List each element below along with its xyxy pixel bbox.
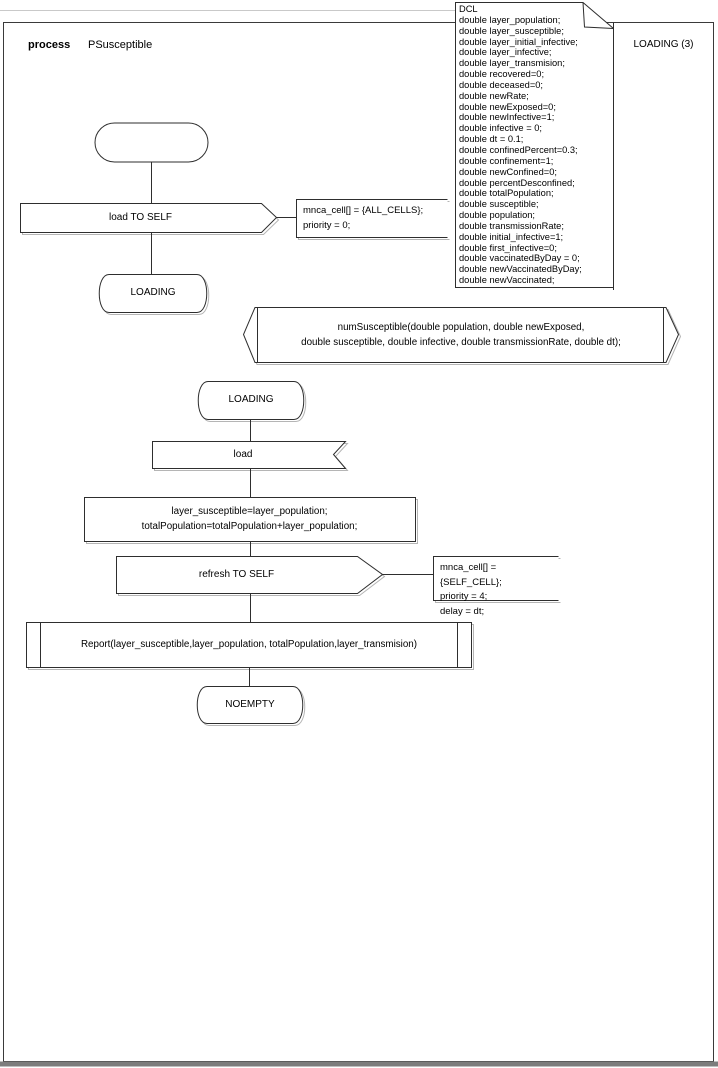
- state-loading-1-symbol: [98, 274, 208, 313]
- page-label: LOADING (3): [633, 39, 694, 50]
- dcl-box-fold-icon: [582, 2, 614, 29]
- procedure-decl-label: numSusceptible(double population, double…: [301, 321, 621, 348]
- input-load-symbol: [152, 441, 347, 469]
- procedure-decl-symbol: [242, 307, 680, 363]
- comment-2-text: mnca_cell[] = {SELF_CELL}; priority = 4;…: [440, 562, 502, 617]
- state-loading-1-label: LOADING: [130, 287, 176, 298]
- task-label: layer_susceptible=layer_population; tota…: [141, 506, 358, 532]
- comment-1-box: [296, 199, 448, 238]
- state-noempty-symbol: [196, 686, 304, 724]
- comment-2-box: [433, 556, 559, 601]
- dcl-declarations: DCL double layer_population; double laye…: [459, 4, 582, 286]
- procedure-call-box: [26, 622, 472, 668]
- output-load-symbol: [20, 203, 278, 233]
- output-refresh-label: refresh TO SELF: [198, 568, 275, 580]
- page-frame-shadow: [0, 1061, 718, 1067]
- state-loading-2-symbol: [197, 381, 305, 420]
- comment-1-text: mnca_cell[] = {ALL_CELLS}; priority = 0;: [303, 205, 424, 231]
- process-name: PSusceptible: [88, 39, 153, 51]
- state-loading-2-label: LOADING: [228, 394, 274, 405]
- input-load-label: load: [233, 448, 253, 460]
- dcl-box: [455, 2, 614, 288]
- procedure-call-label: Report(layer_susceptible,layer_populatio…: [80, 639, 417, 650]
- output-load-label: load TO SELF: [109, 211, 172, 223]
- process-kind-label: process: [28, 39, 71, 51]
- state-noempty-label: NOEMPTY: [225, 698, 275, 710]
- start-symbol: [94, 122, 209, 163]
- output-refresh-symbol: [116, 556, 384, 594]
